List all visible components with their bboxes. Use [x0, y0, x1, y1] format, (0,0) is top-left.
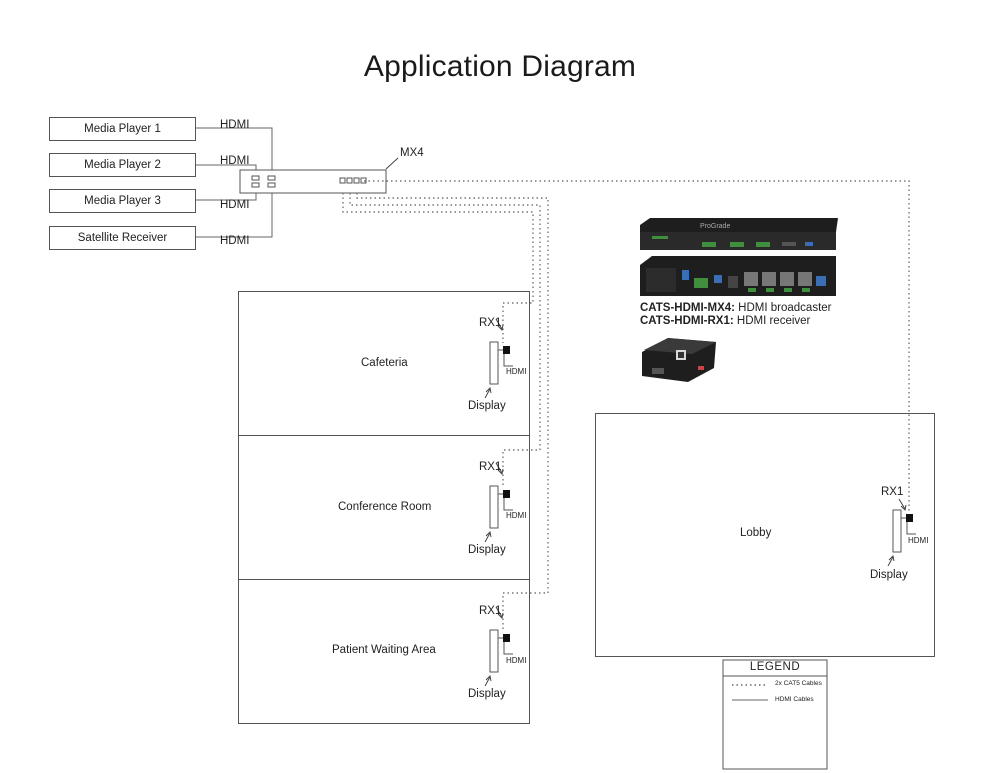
- waiting-rx1-label: RX1: [479, 605, 502, 617]
- cat5-cables: [342, 180, 910, 632]
- room-lobby: [595, 413, 935, 657]
- rx1-photo: [642, 338, 716, 382]
- mx4-hub-box: [239, 169, 387, 194]
- source-media-player-1: Media Player 1: [49, 117, 196, 141]
- legend-hdmi-label: HDMI Cables: [775, 696, 814, 703]
- product-desc-rx1: HDMI receiver: [733, 315, 811, 327]
- product-caption-rx1: CATS-HDMI-RX1: HDMI receiver: [640, 315, 810, 327]
- room-name-waiting-area: Patient Waiting Area: [332, 644, 436, 656]
- lobby-equipment: [887, 498, 916, 567]
- hdmi-cable-1: [195, 127, 273, 176]
- conference-rx1-label: RX1: [479, 461, 502, 473]
- cafeteria-display-label: Display: [468, 400, 506, 412]
- conference-display-label: Display: [468, 544, 506, 556]
- source-media-player-3: Media Player 3: [49, 189, 196, 213]
- cat5-run-conference: [349, 193, 541, 488]
- room-waiting-area: [238, 579, 530, 724]
- mx4-pointer: [385, 157, 399, 170]
- room-name-cafeteria: Cafeteria: [361, 357, 408, 369]
- waiting-equipment: [484, 606, 513, 687]
- cafeteria-hdmi-label: HDMI: [506, 367, 527, 376]
- room-name-lobby: Lobby: [740, 527, 772, 539]
- conference-display-screen: [489, 485, 499, 529]
- hdmi-cable-3: [195, 192, 257, 201]
- hdmi-label-4: HDMI: [220, 235, 250, 247]
- cafeteria-rx1-label: RX1: [479, 317, 502, 329]
- waiting-hdmi-label: HDMI: [506, 656, 527, 665]
- mx4-label: MX4: [400, 147, 424, 159]
- product-model-rx1: CATS-HDMI-RX1:: [640, 315, 734, 327]
- mx4-input-ports: [251, 175, 276, 188]
- source-satellite-receiver: Satellite Receiver: [49, 226, 196, 250]
- hdmi-label-3: HDMI: [220, 199, 250, 211]
- mx4-back-photo: [640, 256, 836, 296]
- legend-box: [722, 659, 828, 770]
- hdmi-source-cables: [195, 127, 273, 238]
- product-caption-mx4: CATS-HDMI-MX4: HDMI broadcaster: [640, 302, 832, 314]
- legend-cat5-label: 2x CAT5 Cables: [775, 680, 822, 687]
- conference-rx1-unit: [503, 490, 510, 498]
- diagram-title: Application Diagram: [363, 50, 637, 83]
- conference-equipment: [484, 462, 513, 543]
- conference-hdmi-label: HDMI: [506, 511, 527, 520]
- mx4-front-photo: ProGrade: [640, 218, 838, 250]
- waiting-display-label: Display: [468, 688, 506, 700]
- hdmi-cable-4: [195, 192, 273, 238]
- product-model-mx4: CATS-HDMI-MX4:: [640, 302, 735, 314]
- cat5-run-lobby: [364, 180, 910, 513]
- lobby-hdmi-label: HDMI: [908, 536, 929, 545]
- lobby-rx1-label: RX1: [881, 486, 904, 498]
- cafeteria-equipment: [484, 318, 513, 399]
- lobby-rx1-unit: [906, 514, 913, 522]
- waiting-display-screen: [489, 629, 499, 673]
- mx4-output-ports: [339, 177, 367, 184]
- source-media-player-2: Media Player 2: [49, 153, 196, 177]
- cafeteria-display-screen: [489, 341, 499, 385]
- cafeteria-rx1-unit: [503, 346, 510, 354]
- product-desc-mx4: HDMI broadcaster: [734, 302, 832, 314]
- room-name-conference: Conference Room: [338, 501, 432, 513]
- lobby-display-screen: [892, 509, 902, 553]
- hdmi-label-2: HDMI: [220, 155, 250, 167]
- waiting-rx1-unit: [503, 634, 510, 642]
- lobby-display-label: Display: [870, 569, 908, 581]
- hdmi-label-1: HDMI: [220, 119, 250, 131]
- svg-text:ProGrade: ProGrade: [700, 223, 730, 230]
- legend-title: LEGEND: [749, 661, 801, 673]
